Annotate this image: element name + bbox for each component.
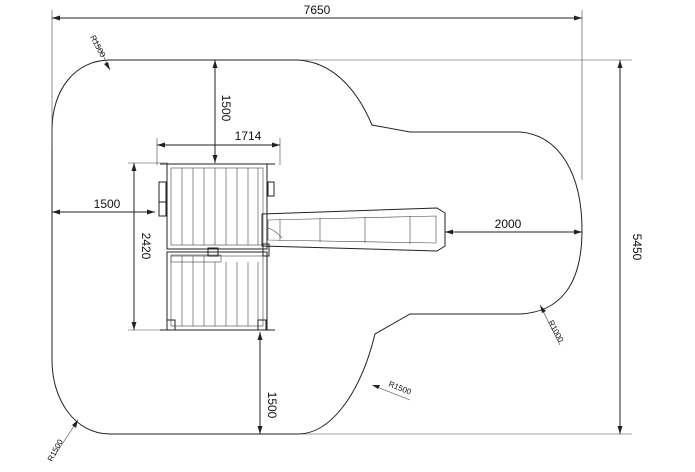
safety-zone-outline [51, 59, 583, 435]
posts [158, 181, 275, 331]
slide [261, 207, 446, 252]
deck-width-label: 1714 [235, 129, 262, 143]
slide-clearance-label: 2000 [495, 217, 522, 231]
radius-top-left-label: R1500 [88, 34, 107, 60]
overall-width-dimension: 7650 [51, 3, 583, 180]
radius-bottom-mid-label: R1500 [387, 380, 413, 397]
deck-depth-label: 2420 [139, 233, 153, 260]
upper-deck [160, 163, 275, 250]
top-clearance-dimension: 1500 [212, 60, 233, 163]
radius-top-left-callout: R1500 [88, 34, 111, 71]
top-clearance-label: 1500 [219, 95, 233, 122]
left-clearance-dimension: 1500 [52, 197, 155, 215]
slide-clearance-dimension: 2000 [445, 217, 582, 235]
radius-bottom-right-callout: R1000 [539, 304, 566, 346]
lower-deck [160, 251, 275, 331]
radius-bottom-left-label: R1500 [46, 437, 65, 463]
overall-height-label: 5450 [630, 234, 644, 261]
bottom-clearance-dimension: 1500 [257, 332, 279, 434]
overall-width-label: 7650 [304, 3, 331, 17]
deck-depth-dimension: 2420 [128, 162, 168, 331]
radius-bottom-left-callout: R1500 [46, 419, 79, 463]
overall-height-dimension: 5450 [298, 59, 644, 435]
radius-bottom-right-label: R1000 [546, 319, 565, 345]
radius-bottom-mid-callout: R1500 [371, 380, 413, 401]
deck-width-dimension: 1714 [156, 129, 281, 165]
bottom-clearance-label: 1500 [265, 392, 279, 419]
left-clearance-label: 1500 [94, 197, 121, 211]
